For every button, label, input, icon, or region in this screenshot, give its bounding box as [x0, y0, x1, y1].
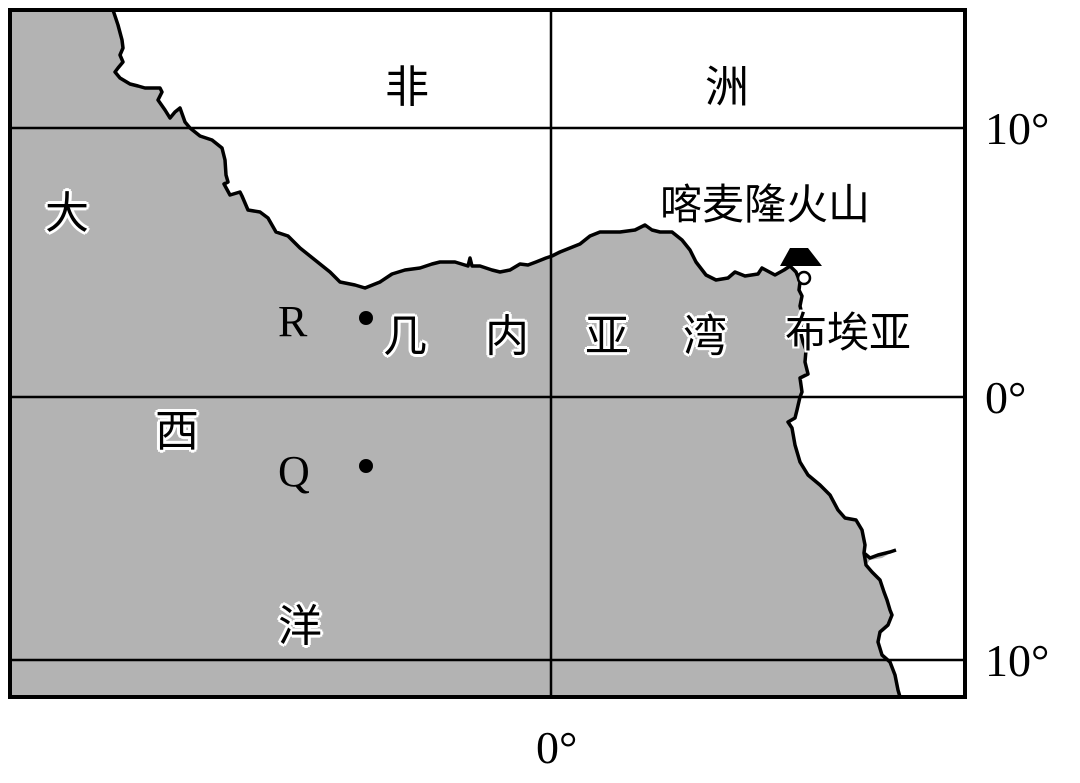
africa-landmass [113, 10, 965, 697]
lat-label-10s: 10° [985, 635, 1050, 686]
gulf-label-char4: 湾 [683, 311, 727, 362]
ocean-label-char3: 洋 [278, 601, 322, 652]
ocean-label-char2: 西 [155, 406, 199, 457]
continent-label-char2: 洲 [705, 62, 749, 113]
gulf-label-char2: 内 [485, 311, 529, 362]
ocean-label-char1: 大 [45, 188, 89, 239]
coastline [111, 9, 902, 698]
volcano-label: 喀麦隆火山 [660, 180, 871, 229]
city-label: 布埃亚 [785, 308, 912, 357]
point-q-dot-icon [359, 459, 373, 473]
point-r-label: R [278, 297, 308, 346]
gulf-label-char3: 亚 [585, 311, 629, 362]
lat-label-10n: 10° [985, 103, 1050, 154]
gulf-label-char1: 几 [383, 311, 427, 362]
lon-label-prime: 0° [536, 722, 578, 773]
continent-label-char1: 非 [385, 62, 429, 113]
volcano-triangle-icon [780, 248, 822, 266]
point-r-dot-icon [359, 311, 373, 325]
lat-label-equator: 0° [985, 372, 1027, 423]
map-frame [8, 8, 967, 699]
city-circle-icon [796, 270, 812, 286]
point-q-label: Q [278, 447, 310, 496]
